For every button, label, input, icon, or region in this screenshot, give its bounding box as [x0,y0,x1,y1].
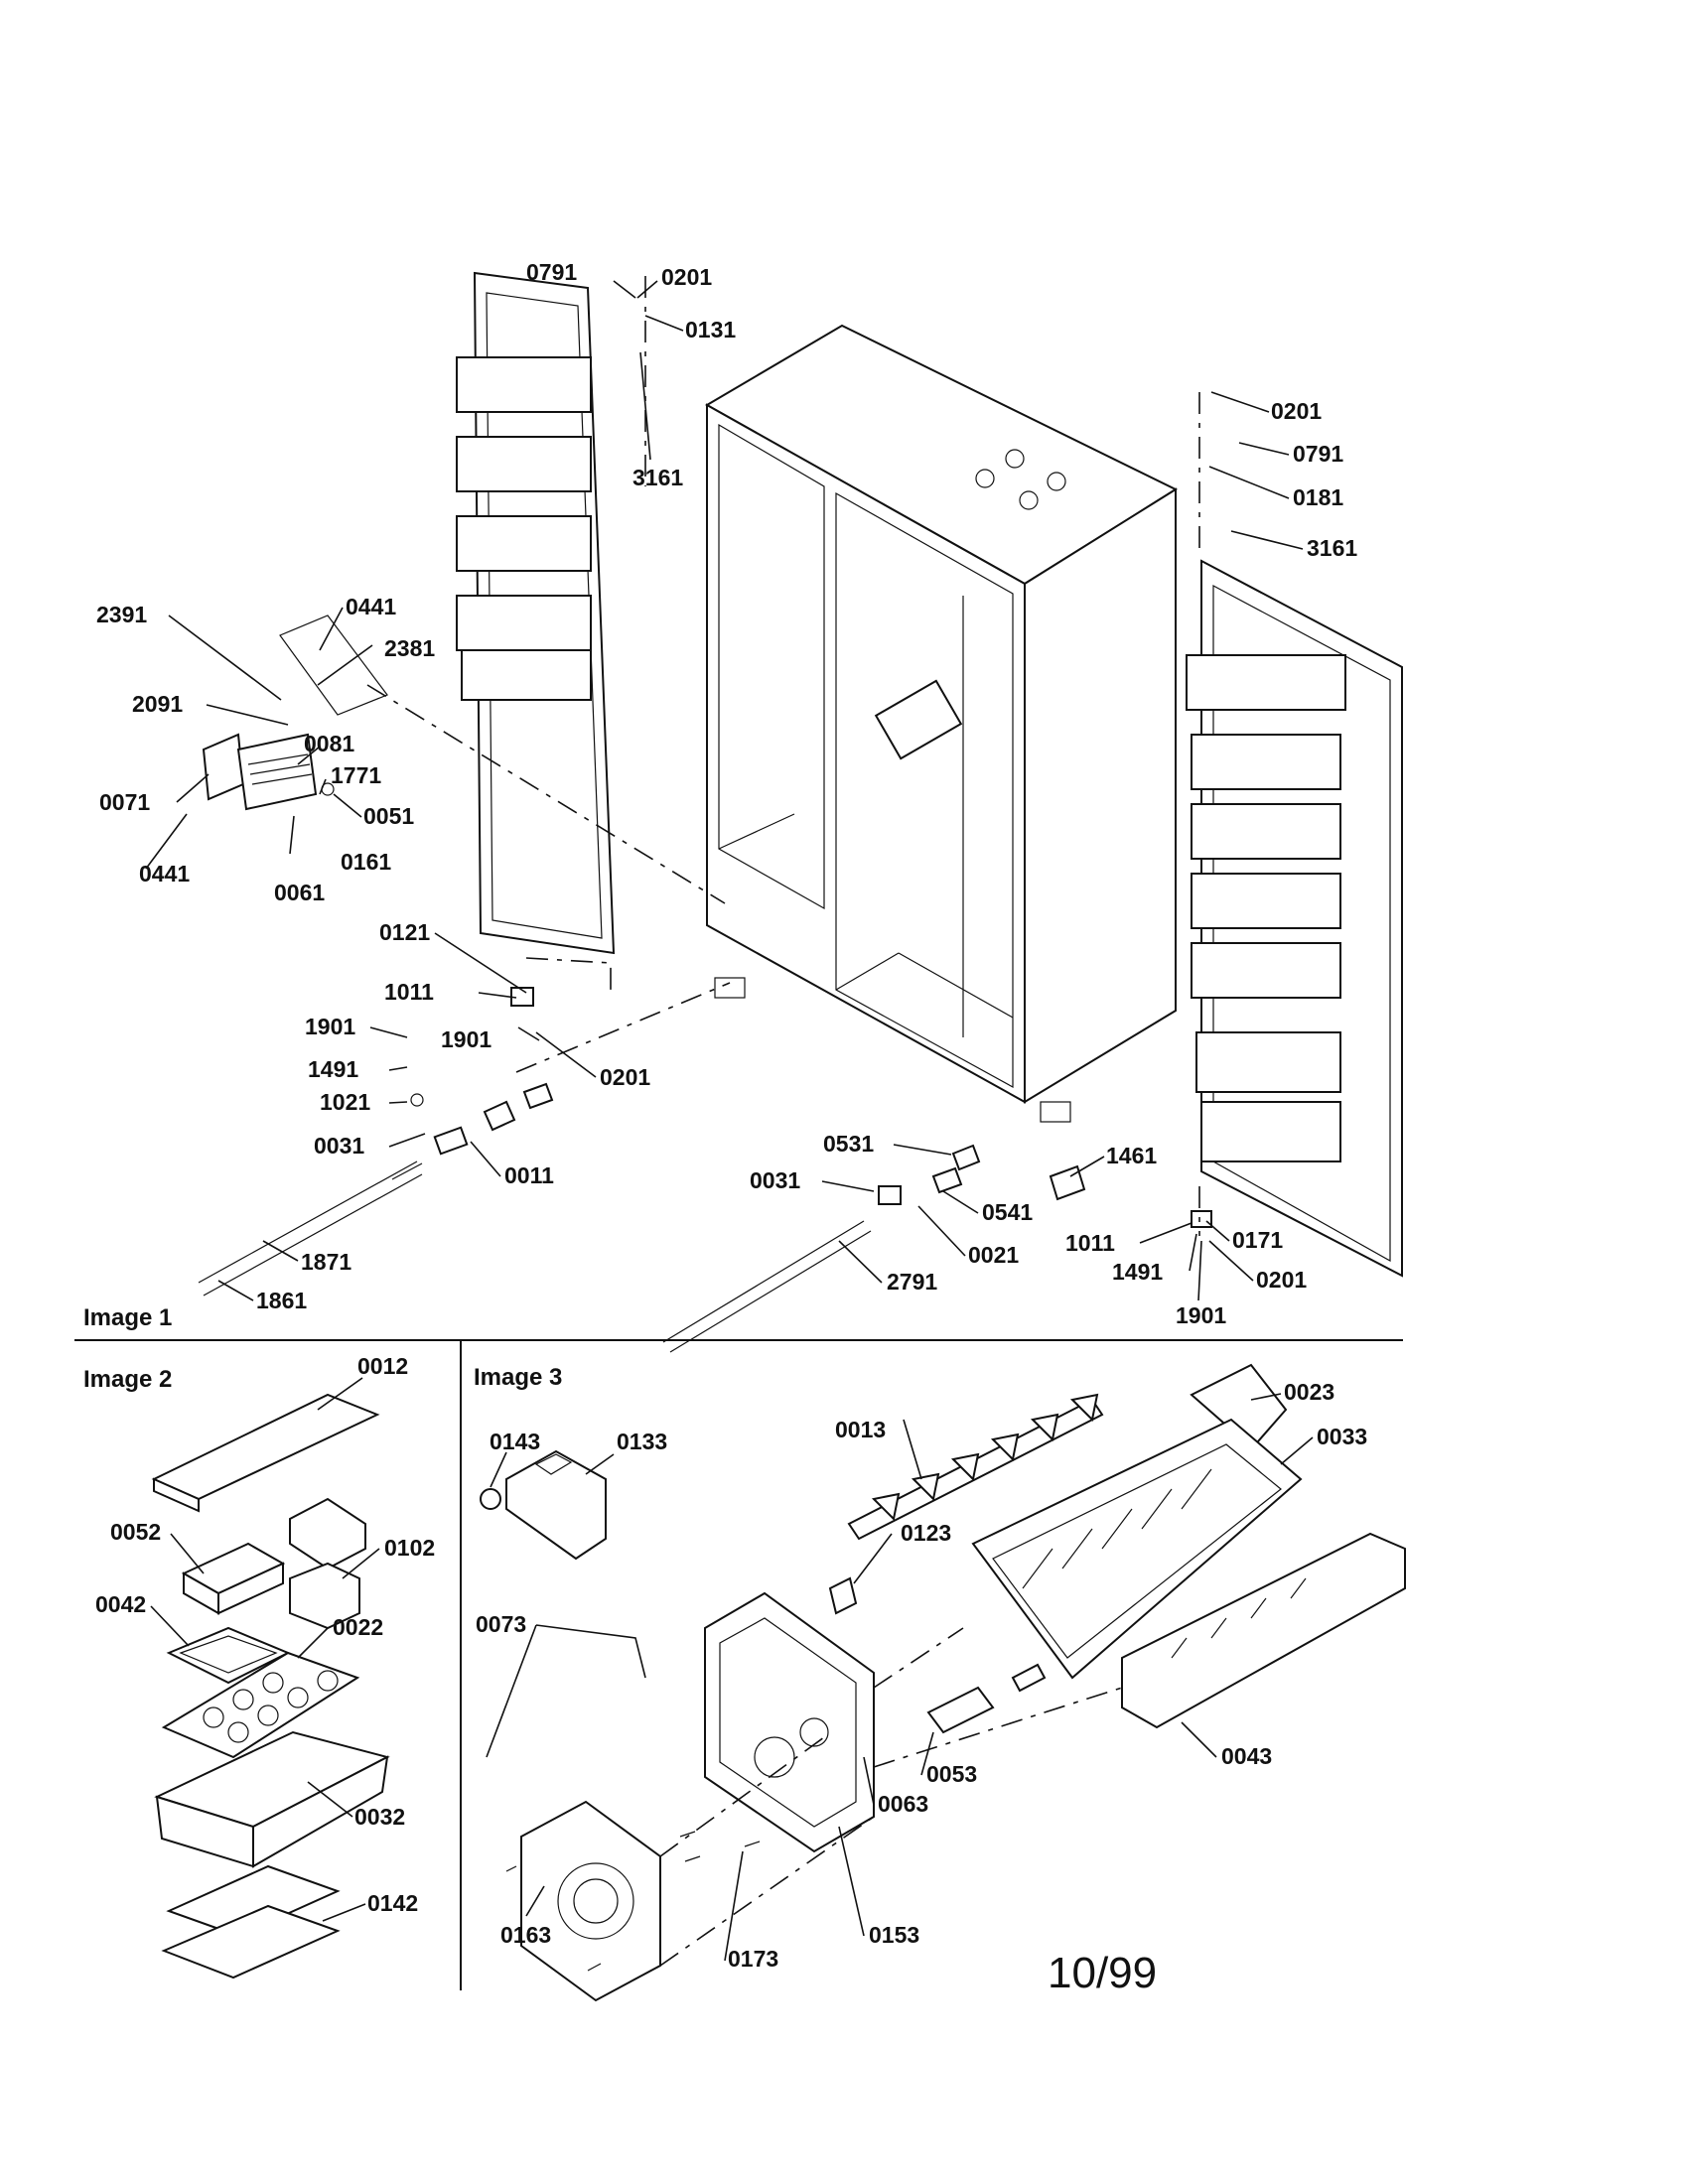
bin-cover-lower [161,1904,341,1979]
callout-0071: 0071 [99,789,150,815]
callout-0131: 0131 [685,317,736,342]
callout-0161: 0161 [341,849,391,875]
callout-1901-right: 1901 [1176,1302,1226,1328]
callout-0142: 0142 [367,1890,418,1916]
callout-0033: 0033 [1317,1424,1367,1449]
callout-0051: 0051 [363,803,414,829]
callout-0053: 0053 [926,1761,977,1787]
callout-0201-bottom-right: 0201 [1256,1267,1307,1293]
callout-0153: 0153 [869,1922,919,1948]
ice-stripper [1121,1532,1406,1729]
callout-1771: 1771 [331,762,381,788]
callout-0012: 0012 [357,1353,408,1379]
callout-1861: 1861 [256,1288,307,1313]
callout-0123: 0123 [901,1520,951,1546]
callout-1011-right: 1011 [1065,1230,1115,1256]
callout-2381: 2381 [384,635,435,661]
callout-0073: 0073 [476,1611,526,1637]
callout-1901-center: 1901 [441,1026,491,1052]
ice-cube-tray [161,1651,360,1759]
ice-mold [971,1418,1303,1680]
freezer-shelf [151,1393,380,1501]
image3-leaders [486,1393,1314,1962]
callout-0541: 0541 [982,1199,1033,1225]
callout-0081: 0081 [304,731,354,756]
callout-0032: 0032 [354,1804,405,1830]
callout-0173: 0173 [728,1946,778,1972]
image3-drawing [480,1363,1406,2002]
callout-0011: 0011 [504,1162,554,1188]
cabinet-shell [704,324,1179,1123]
callout-3161-right: 3161 [1307,535,1357,561]
mold-clip [828,1576,858,1615]
callout-0043: 0043 [1221,1743,1272,1769]
callout-0042: 0042 [95,1591,146,1617]
callout-0022: 0022 [333,1614,383,1640]
callout-1491-right: 1491 [1112,1259,1163,1285]
callout-0171: 0171 [1232,1227,1283,1253]
revision-date: 10/99 [1048,1949,1157,1997]
callout-0061: 0061 [274,880,325,905]
callout-0031-left: 0031 [314,1133,364,1159]
thermostat-cover [505,1449,607,1561]
fresh-food-door [1186,559,1403,1278]
callout-labels: Image 1 Image 2 Image 3 0791 0201 0131 3… [83,259,1367,1997]
icemaker-mount-assembly [202,614,388,811]
callout-1461: 1461 [1106,1143,1157,1168]
callout-0023: 0023 [1284,1379,1334,1405]
callout-3161-left: 3161 [632,465,683,490]
callout-1021: 1021 [320,1089,370,1115]
callout-1901-left: 1901 [305,1014,355,1039]
callout-0143: 0143 [490,1429,540,1454]
callout-0052: 0052 [110,1519,161,1545]
callout-0441-bottom: 0441 [139,861,190,887]
callout-1491-left: 1491 [308,1056,358,1082]
callout-0791-right: 0791 [1293,441,1343,467]
motor-shaft-part [926,1686,995,1734]
lower-hinge-left [198,987,554,1297]
callout-0102: 0102 [384,1535,435,1561]
callout-2791: 2791 [887,1269,937,1295]
callout-1011-left: 1011 [384,979,434,1005]
image2-leaders [150,1377,380,1922]
image1-title: Image 1 [83,1304,172,1331]
callout-1871: 1871 [301,1249,351,1275]
leader-lines [145,280,1304,1301]
callout-0121: 0121 [379,919,430,945]
image1-drawing [145,271,1403,1353]
icemaker-housing [704,1591,875,1853]
bin-cover-upper [166,1864,341,1938]
callout-0031-right: 0031 [750,1167,800,1193]
image2-title: Image 2 [83,1366,172,1393]
callout-0163: 0163 [500,1922,551,1948]
callout-0201-top-right: 0201 [1271,398,1322,424]
callout-2091: 2091 [132,691,183,717]
image3-title: Image 3 [474,1364,562,1391]
callout-0201-top-left: 0201 [661,264,712,290]
image2-drawing [150,1377,390,1979]
freezer-door [456,271,616,955]
callout-0133: 0133 [617,1429,667,1454]
callout-0201-left-hinge: 0201 [600,1064,650,1090]
callout-0441-top: 0441 [346,594,396,619]
callout-0181: 0181 [1293,484,1343,510]
lower-hinge-right [662,1144,1212,1353]
callout-0013: 0013 [835,1417,886,1442]
callout-0063: 0063 [878,1791,928,1817]
callout-2391: 2391 [96,602,147,627]
callout-0531: 0531 [823,1131,874,1157]
alignment-lines [366,276,1200,1236]
callout-0791-top-left: 0791 [526,259,577,285]
callout-0021: 0021 [968,1242,1019,1268]
motor-plate [520,1800,661,2002]
